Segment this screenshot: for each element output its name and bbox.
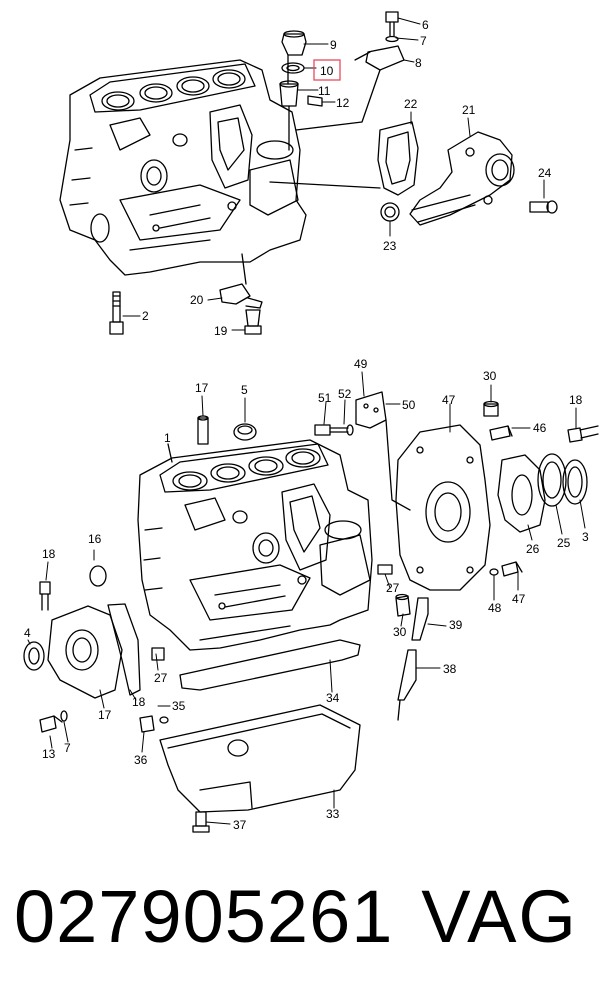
callout-13: 13 xyxy=(42,747,56,761)
callout-17: 18 xyxy=(132,695,146,709)
callout-18-left: 18 xyxy=(42,547,56,561)
callout-1: 1 xyxy=(164,431,171,445)
part-number: 027905261 xyxy=(14,875,394,958)
callout-48: 46 xyxy=(533,421,547,435)
callout-26: 26 xyxy=(526,542,540,556)
callout-23: 23 xyxy=(383,239,397,253)
callout-36: 36 xyxy=(134,753,148,767)
callout-12: 12 xyxy=(336,96,350,110)
callout-21: 21 xyxy=(462,103,476,117)
callout-47: 48 xyxy=(488,601,502,615)
exploded-parts-diagram: 9 10 11 12 6 7 8 22 21 24 23 2 20 19 1 1… xyxy=(23,11,599,833)
callout-20: 20 xyxy=(190,293,204,307)
callout-39: 39 xyxy=(449,618,463,632)
callout-25: 25 xyxy=(557,536,571,550)
callout-27-left: 27 xyxy=(154,671,168,685)
callout-7-top: 7 xyxy=(420,34,427,48)
brand-name: VAG xyxy=(421,875,578,958)
callout-4: 4 xyxy=(24,626,31,640)
top-small-parts xyxy=(109,11,558,335)
callout-45: 47 xyxy=(442,393,456,407)
callout-8: 8 xyxy=(415,56,422,70)
callout-35: 35 xyxy=(172,699,186,713)
callout-37: 37 xyxy=(233,818,247,832)
callout-30-top: 30 xyxy=(483,369,497,383)
bottom-leader-lines xyxy=(27,371,586,825)
top-leader-lines xyxy=(122,17,545,331)
callout-27-right: 27 xyxy=(386,581,400,595)
top-engine-block xyxy=(59,59,307,276)
callout-11: 11 xyxy=(318,84,331,98)
callout-24: 24 xyxy=(538,166,552,180)
bottom-engine-block xyxy=(137,439,373,651)
callout-10: 10 xyxy=(320,64,334,78)
callout-18-right: 18 xyxy=(569,393,583,407)
highlight-box xyxy=(313,59,341,81)
callout-9: 9 xyxy=(330,38,337,52)
callout-38: 38 xyxy=(443,662,457,676)
callout-30-lower: 30 xyxy=(393,625,407,639)
callout-2: 2 xyxy=(142,309,149,323)
bottom-small-parts xyxy=(23,391,599,833)
callout-49: 49 xyxy=(354,357,368,371)
callout-33: 33 xyxy=(326,807,340,821)
callout-labels: 9 10 11 12 6 7 8 22 21 24 23 2 20 19 1 1… xyxy=(24,18,589,832)
callout-19: 19 xyxy=(214,324,228,338)
callout-6: 6 xyxy=(422,18,429,32)
callout-50: 50 xyxy=(402,398,416,412)
callout-5: 5 xyxy=(241,383,248,397)
callout-15: 17 xyxy=(195,381,209,395)
callout-14: 16 xyxy=(88,532,102,546)
callout-16: 17 xyxy=(98,708,112,722)
callout-51: 51 xyxy=(318,391,332,405)
callout-7-bottom: 7 xyxy=(64,741,71,755)
callout-34: 34 xyxy=(326,691,340,705)
callout-46: 47 xyxy=(512,592,526,606)
callout-22: 22 xyxy=(404,97,418,111)
callout-52: 52 xyxy=(338,387,352,401)
callout-3: 3 xyxy=(582,530,589,544)
